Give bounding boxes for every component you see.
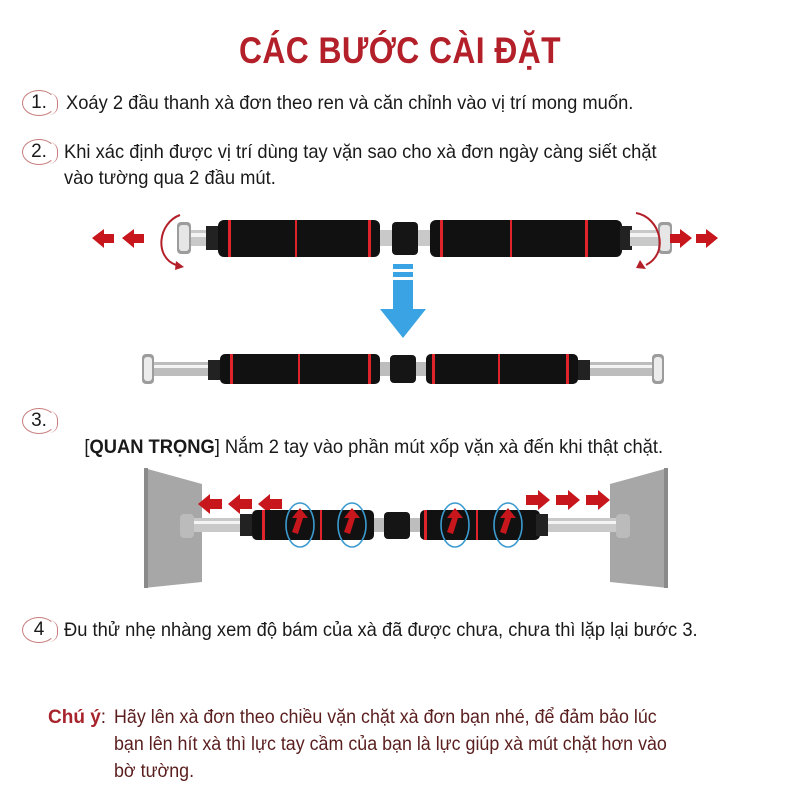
step-3: 3. [QUAN TRỌNG] Nắm 2 tay vào phần mút x… (22, 408, 701, 486)
step-text-line: Khi xác định được vị trí dùng tay vặn sa… (64, 141, 657, 163)
step-number-badge: 2. (22, 139, 58, 165)
step-number-badge: 4 (22, 617, 58, 643)
note-line: bạn lên hít xà thì lực tay cầm của bạn l… (114, 734, 667, 755)
bracket: ] (214, 436, 220, 458)
arrow-right-icon (526, 490, 610, 510)
step-number-badge: 1. (22, 90, 58, 116)
step-text: Đu thử nhẹ nhàng xem độ bám của xà đã đư… (64, 619, 698, 641)
important-label: QUAN TRỌNG (89, 436, 215, 458)
step-text: Nắm 2 tay vào phần mút xốp vặn xà đến kh… (219, 436, 664, 458)
arrow-left-icon (198, 494, 282, 514)
note-label: Chú ý: (48, 707, 107, 728)
step-2: 2. Khi xác định được vị trí dùng tay vặn… (22, 139, 694, 191)
note-line: Hãy lên xà đơn theo chiều vặn chặt xà đơ… (114, 707, 657, 728)
note: Chú ý: Hãy lên xà đơn theo chiều vặn chặ… (48, 704, 764, 785)
page-title: CÁC BƯỚC CÀI ĐẶT (238, 30, 562, 71)
step-text: Xoáy 2 đầu thanh xà đơn theo ren và căn … (66, 92, 634, 114)
right-wall (610, 468, 668, 588)
diagram-bar-twist (92, 212, 718, 270)
rotation-loop-icon (285, 502, 523, 548)
down-arrow-icon (380, 264, 426, 338)
diagram-bar-assembled (142, 354, 664, 384)
rotate-arrow-icon (160, 214, 181, 266)
rotate-up-arrow-icon (292, 508, 516, 534)
left-wall (144, 468, 202, 588)
rotate-arrow-icon (635, 212, 661, 266)
arrow-right-icon (670, 229, 718, 248)
arrow-left-icon (92, 229, 144, 248)
step-text-line: vào tường qua 2 đầu mút. (64, 167, 276, 189)
note-line: bờ tường. (114, 761, 195, 782)
diagram-bar-mounted-walls (144, 468, 668, 588)
step-1: 1. Xoáy 2 đầu thanh xà đơn theo ren và c… (22, 90, 670, 116)
bracket: [ (84, 436, 90, 458)
step-number-badge: 3. (22, 408, 58, 434)
step-4: 4 Đu thử nhẹ nhàng xem độ bám của xà đã … (22, 617, 738, 643)
